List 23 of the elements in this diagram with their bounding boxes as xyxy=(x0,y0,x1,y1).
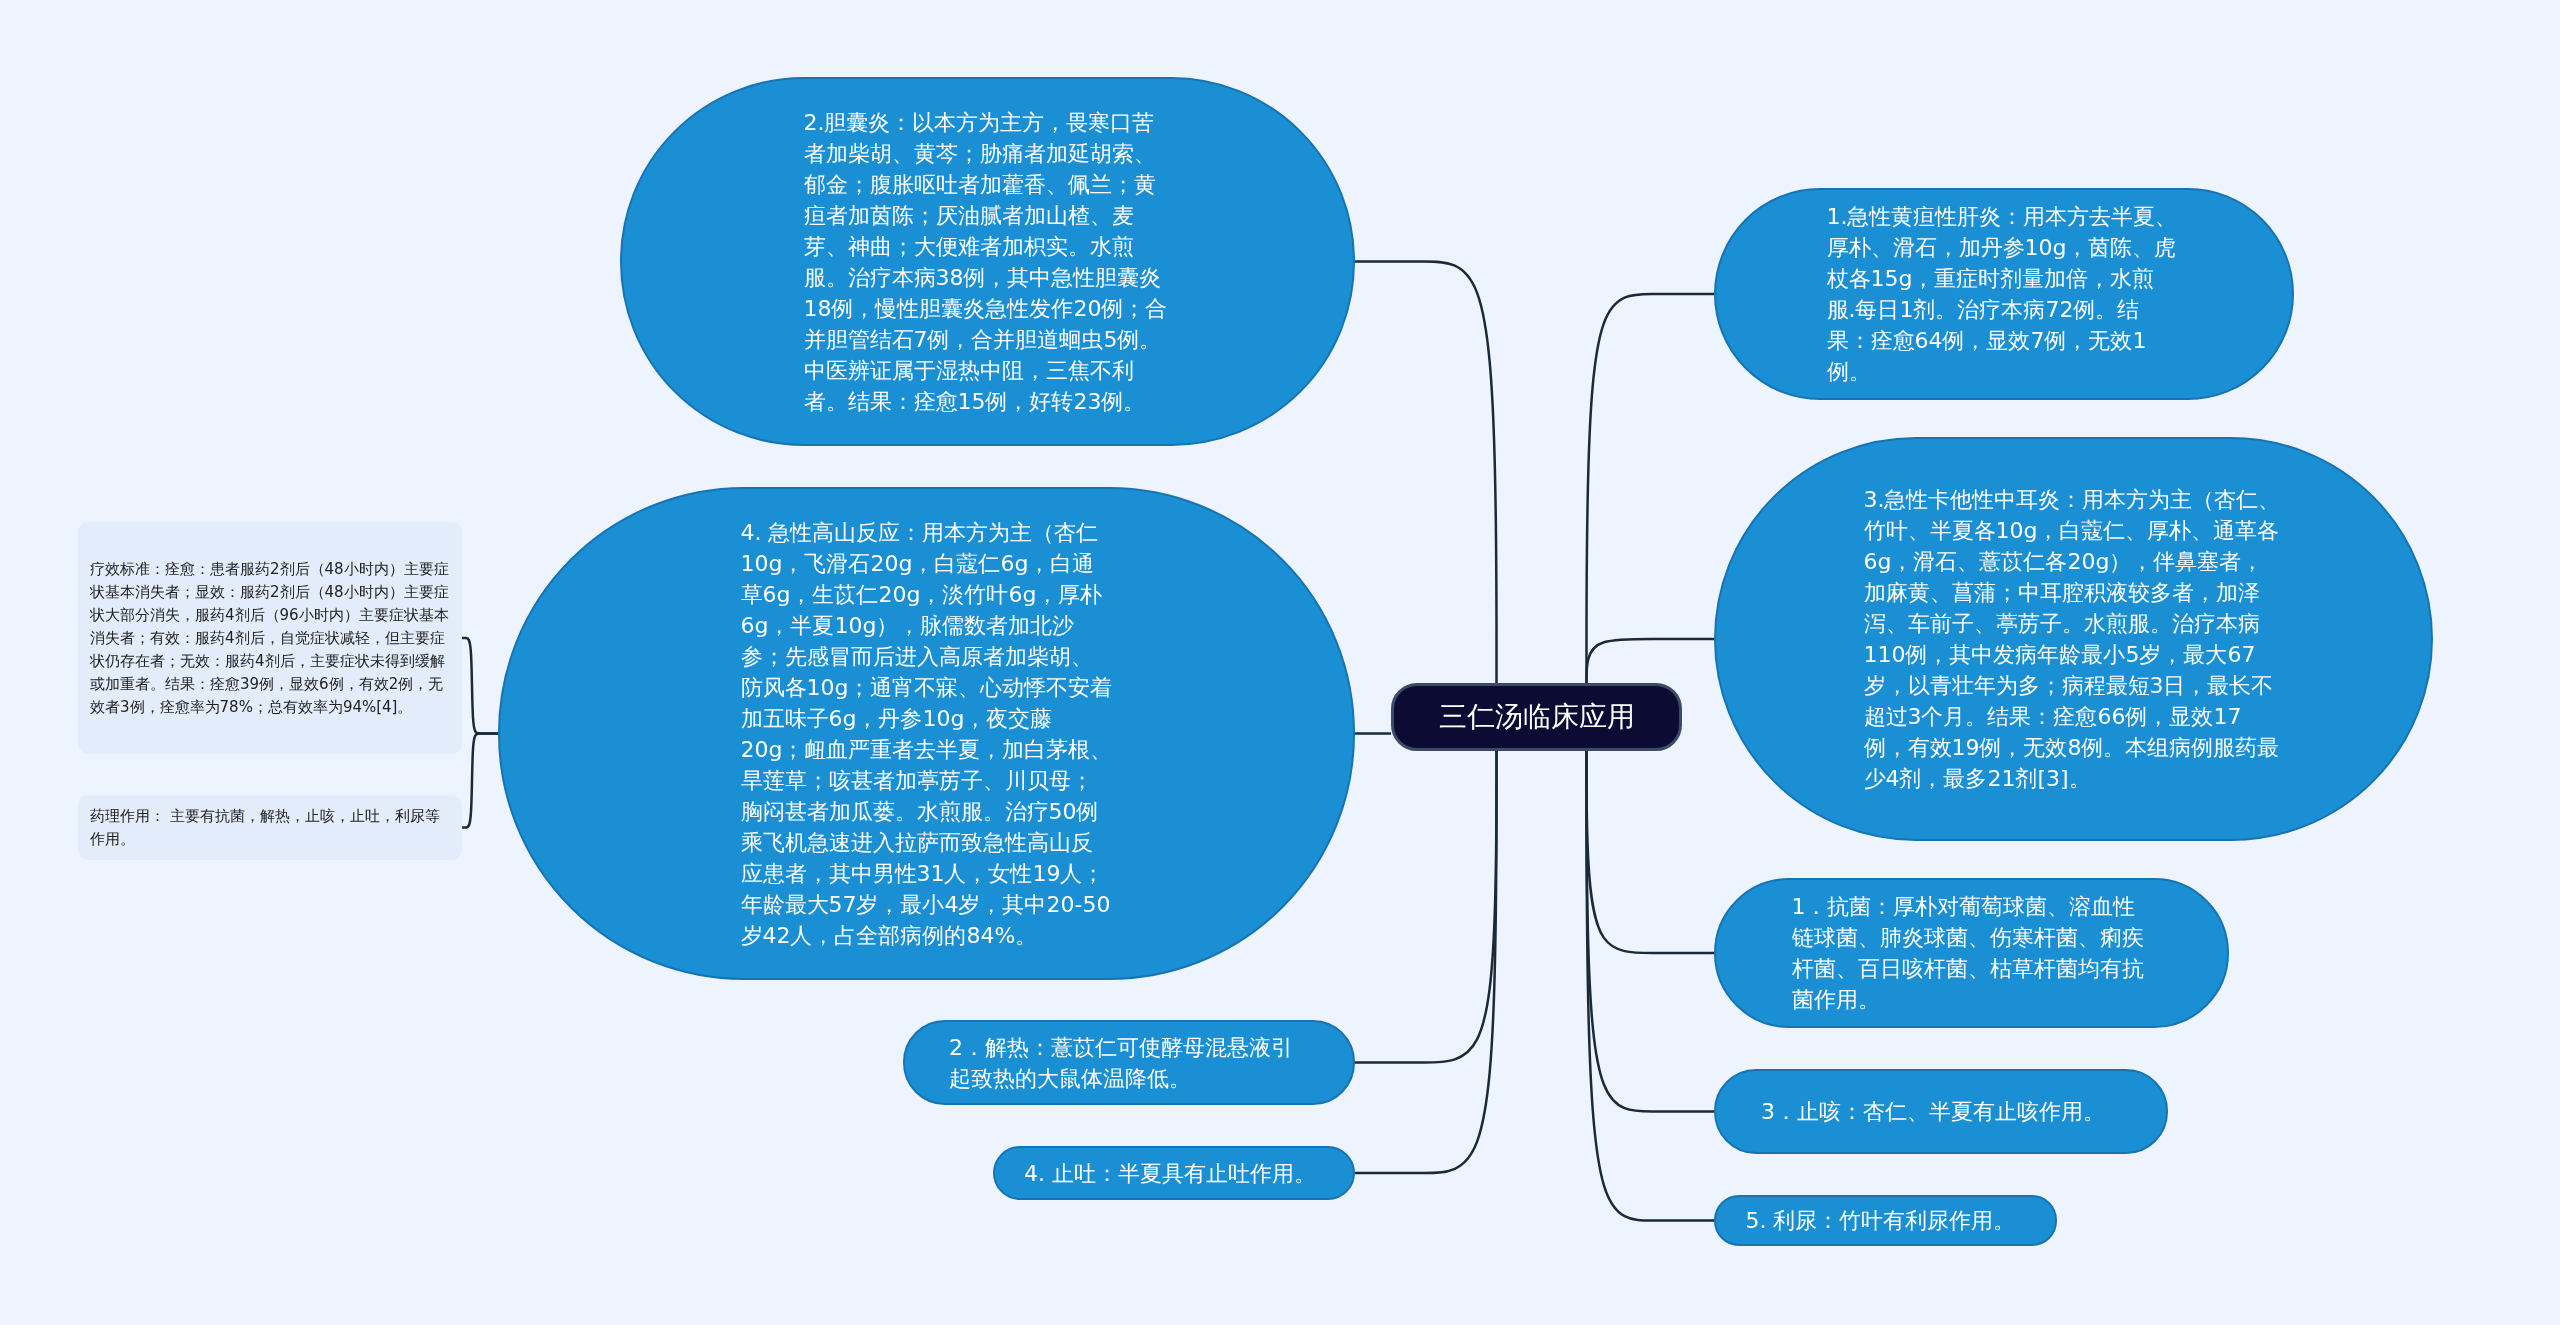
connector-line xyxy=(461,732,498,829)
topic-text: 2．解热：薏苡仁可使酵母混悬液引起致热的大鼠体温降低。 xyxy=(949,1033,1294,1093)
topic-text: 1．抗菌：厚朴对葡萄球菌、溶血性链球菌、肺炎球菌、伤寒杆菌、痢疾杆菌、百日咳杆菌、枯草杆菌均有抗菌作用。 xyxy=(1791,893,2145,1014)
connector-line xyxy=(1355,732,1391,735)
topic-bubble xyxy=(993,1146,1355,1200)
topic-text: 4. 急性高山反应：用本方为主（杏仁10g，飞滑石20g，白蔻仁6g，白通草6g，生苡仁20g，淡竹叶6g，厚朴6g，半夏10g），脉儒数者加北沙参；先感冒而后进入高原者加柴胡、防风各10g；通宵不寐、心动悸不安着加五味子6g，丹参10g，夜交藤20g；衄血严重者去半夏，加白茅根、旱莲草；咳甚者加葶苈子、川贝母；胸闷甚者加瓜蒌。水煎服。治疗50例乘飞机急速进入拉萨而致急性高山反应患者，其中男性31人，女性19人；年龄最大57岁，最小4岁，其中20-50岁42人，占全部病例的84%。 xyxy=(740,518,1113,950)
central-topic-box xyxy=(1391,683,1682,751)
topic-text: 2.胆囊炎：以本方为主方，畏寒口苦者加柴胡、黄芩；胁痛者加延胡索、郁金；腹胀呕吐者加藿香、佩兰；黄疸者加茵陈；厌油腻者加山楂、麦芽、神曲；大便难者加枳实。水煎服。治疗本病38例，其中急性胆囊炎18例，慢性胆囊炎急性发作20例；合并胆管结石7例，合并胆道蛔虫5例。中医辨证属于湿热中阻，三焦不利者。结果：痊愈15例，好转23例。 xyxy=(803,108,1169,416)
connector-line xyxy=(1355,260,1498,683)
topic-text: 1.急性黄疸性肝炎：用本方去半夏、厚朴、滑石，加丹参10g，茵陈、虎杖各15g，重症时剂量加倍，水煎服.每日1剂。治疗本病72例。结果：痊愈64例，显效7例，无效1例。 xyxy=(1826,203,2179,386)
connector-line xyxy=(1585,637,1714,683)
topic-text: 疗效标准：痊愈：患者服药2剂后（48小时内）主要症状基本消失者；显效：服药2剂后（48小时内）主要症状大部分消失，服药4剂后（96小时内）主要症状基本消失者；有效：服药4剂后，自觉症状减轻，但主要症状仍存在者；无效：服药4剂后，主要症状未得到缓解或加重者。结果：痊愈39例，显效6例，有效2例，无效者3例，痊愈率为78%；总有效率为94%[4]。 xyxy=(90,558,450,718)
note-box xyxy=(78,522,462,754)
topic-text: 药理作用： 主要有抗菌，解热，止咳，止吐，利尿等作用。 xyxy=(90,805,441,850)
topic-text: 3．止咳：杏仁、半夏有止咳作用。 xyxy=(1761,1098,2106,1126)
topic-text: 3.急性卡他性中耳炎：用本方为主（杏仁、竹叶、半夏各10g，白蔻仁、厚朴、通革各6g，滑石、薏苡仁各20g），伴鼻塞者，加麻黄、菖蒲；中耳腔积液较多者，加泽泻、车前子、葶苈子。水煎服。治疗本病110例，其中发病年龄最小5岁，最大67岁，以青壮年为多；病程最短3日，最长不超过3个月。结果：痊愈66例，显效17例，有效19例，无效8例。本组病例服药最少4剂，最多21剂[3]。 xyxy=(1863,486,2282,793)
note-box xyxy=(78,795,462,860)
topic-text: 4. 止吐：半夏具有止吐作用。 xyxy=(1024,1159,1317,1188)
topic-text: 三仁汤临床应用 xyxy=(1438,699,1635,735)
topic-bubble xyxy=(1714,1195,2057,1246)
connector-line xyxy=(1355,751,1498,1175)
topic-text: 5. 利尿：竹叶有利尿作用。 xyxy=(1745,1207,2017,1235)
connector-line xyxy=(1585,751,1714,1222)
